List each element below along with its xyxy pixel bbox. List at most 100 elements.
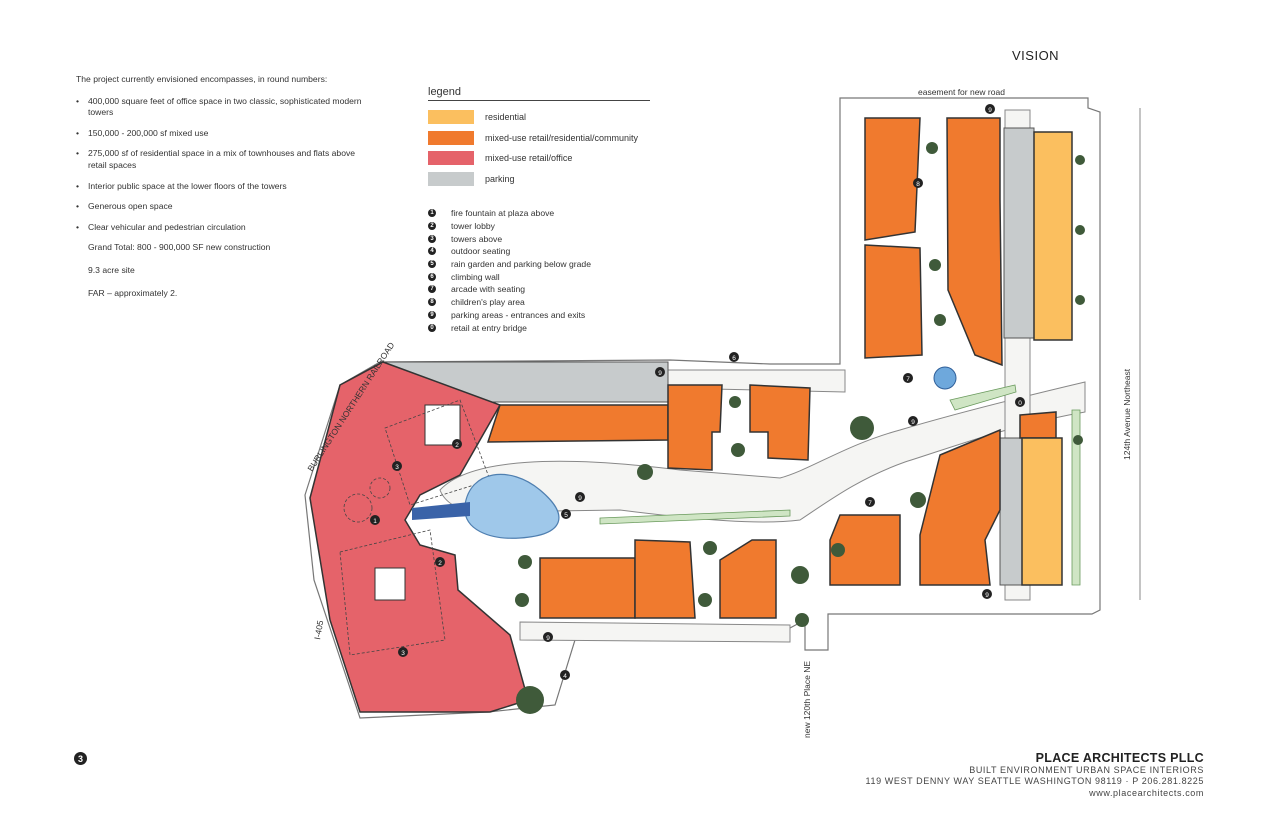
building-se-2 bbox=[829, 514, 901, 586]
tree bbox=[698, 593, 712, 607]
summary-total: Grand Total: 800 - 900,000 SF new constr… bbox=[88, 242, 271, 253]
marker-climbing-wall: 6 bbox=[729, 352, 739, 362]
key-label: rain garden and parking below grade bbox=[451, 259, 591, 270]
tree bbox=[729, 396, 741, 408]
tree bbox=[910, 492, 926, 508]
tree bbox=[703, 541, 717, 555]
key-number: 0 bbox=[428, 323, 436, 332]
key-label: tower lobby bbox=[451, 221, 495, 232]
key-item: 4 outdoor seating bbox=[428, 245, 591, 258]
marker-number: 3 bbox=[395, 464, 399, 471]
marker-retail-bridge: 0 bbox=[1015, 397, 1025, 407]
marker-fire-fountain: 1 bbox=[370, 515, 380, 525]
building-ne-2 bbox=[864, 244, 923, 359]
building-ne-1 bbox=[864, 117, 921, 241]
marker-parking-entry: 9 bbox=[985, 104, 995, 114]
marker-number: 8 bbox=[916, 181, 920, 188]
summary-bullet: 400,000 square feet of office space in t… bbox=[76, 96, 366, 119]
green-strip-bridge bbox=[949, 384, 1017, 411]
marker-parking-entry: 9 bbox=[908, 416, 918, 426]
marker-number: 3 bbox=[401, 650, 405, 657]
summary-bullet: Interior public space at the lower floor… bbox=[76, 181, 366, 193]
summary-far: FAR – approximately 2. bbox=[88, 287, 178, 298]
tower-lobby-north bbox=[424, 404, 461, 446]
marker-number: 9 bbox=[546, 635, 550, 642]
legend-swatch bbox=[428, 151, 474, 166]
key-number: 6 bbox=[428, 272, 436, 281]
marker-number: 4 bbox=[563, 673, 567, 680]
summary-bullets: 400,000 square feet of office space in t… bbox=[76, 96, 366, 234]
marker-number: 7 bbox=[868, 500, 872, 507]
legend-item-parking: parking bbox=[428, 169, 650, 190]
marker-number: 7 bbox=[906, 376, 910, 383]
key-number: 7 bbox=[428, 285, 436, 294]
tree bbox=[831, 543, 845, 557]
parking-east-lower bbox=[999, 437, 1023, 586]
marker-number: 2 bbox=[455, 442, 459, 449]
key-number: 2 bbox=[428, 222, 436, 231]
office-tower-north bbox=[309, 361, 529, 713]
street-west-label: new 120th Place NE bbox=[802, 661, 812, 738]
building-south-1 bbox=[539, 557, 636, 619]
green-strips bbox=[599, 384, 1081, 586]
tree bbox=[731, 443, 745, 457]
marker-number: 9 bbox=[658, 370, 662, 377]
marker-arcade: 7 bbox=[865, 497, 875, 507]
key-number: 1 bbox=[428, 209, 436, 218]
marker-tower-lobby: 2 bbox=[435, 557, 445, 567]
tree bbox=[926, 142, 938, 154]
key-item: 8 children's play area bbox=[428, 296, 591, 309]
marker-rain-garden: 5 bbox=[561, 509, 571, 519]
legend: legend residential mixed-use retail/resi… bbox=[428, 86, 650, 189]
legend-item-mixed-use-office: mixed-use retail/office bbox=[428, 148, 650, 169]
legend-item-residential: residential bbox=[428, 107, 650, 128]
office-buildings bbox=[309, 361, 529, 713]
marker-outdoor-seating: 4 bbox=[560, 670, 570, 680]
marker-parking-entry: 9 bbox=[982, 589, 992, 599]
key-number: 8 bbox=[428, 298, 436, 307]
fountain-pool bbox=[933, 366, 957, 390]
marker-number: 9 bbox=[988, 107, 992, 114]
legend-item-mixed-use-residential: mixed-use retail/residential/community bbox=[428, 128, 650, 149]
firm-website[interactable]: www.placearchitects.com bbox=[1089, 787, 1204, 798]
building-south-3 bbox=[719, 539, 777, 619]
marker-parking-entry: 9 bbox=[655, 367, 665, 377]
tree bbox=[1075, 225, 1085, 235]
rain-garden-basin bbox=[464, 473, 560, 539]
key-label: parking areas - entrances and exits bbox=[451, 309, 586, 320]
legend-label: residential bbox=[485, 112, 527, 123]
marker-parking-entry: 9 bbox=[543, 632, 553, 642]
key-label: children's play area bbox=[451, 297, 525, 308]
key-label: outdoor seating bbox=[451, 246, 511, 257]
key-number: 9 bbox=[428, 310, 436, 319]
green-strip-east bbox=[1071, 409, 1081, 586]
legend-title: legend bbox=[428, 86, 650, 101]
key-number: 4 bbox=[428, 247, 436, 256]
summary-bullet: Generous open space bbox=[76, 201, 366, 213]
legend-swatch bbox=[428, 171, 474, 186]
tree bbox=[1075, 295, 1085, 305]
tree bbox=[1073, 435, 1083, 445]
tower-outline-south bbox=[339, 529, 446, 656]
residential-buildings bbox=[1021, 131, 1073, 586]
marker-towers-above: 3 bbox=[398, 647, 408, 657]
summary-site: 9.3 acre site bbox=[88, 264, 135, 275]
key-label: fire fountain at plaza above bbox=[451, 208, 555, 219]
building-ne-3 bbox=[946, 117, 1003, 367]
summary-bullet: 150,000 - 200,000 sf mixed use bbox=[76, 128, 366, 140]
building-north-row bbox=[486, 404, 669, 443]
key-item: 9 parking areas - entrances and exits bbox=[428, 309, 591, 322]
marker-number: 6 bbox=[732, 355, 736, 362]
marker-number: 9 bbox=[985, 592, 989, 599]
rain-garden bbox=[412, 366, 957, 539]
summary-lead: The project currently envisioned encompa… bbox=[76, 74, 328, 84]
marker-number: 9 bbox=[578, 495, 582, 502]
townhouses-north bbox=[1033, 131, 1073, 341]
tree bbox=[934, 314, 946, 326]
feature-key: 1 fire fountain at plaza above 2 tower lob… bbox=[428, 207, 591, 334]
building-center-2 bbox=[749, 384, 811, 461]
marker-tower-lobby: 2 bbox=[452, 439, 462, 449]
mixed-use-buildings bbox=[486, 117, 1057, 619]
